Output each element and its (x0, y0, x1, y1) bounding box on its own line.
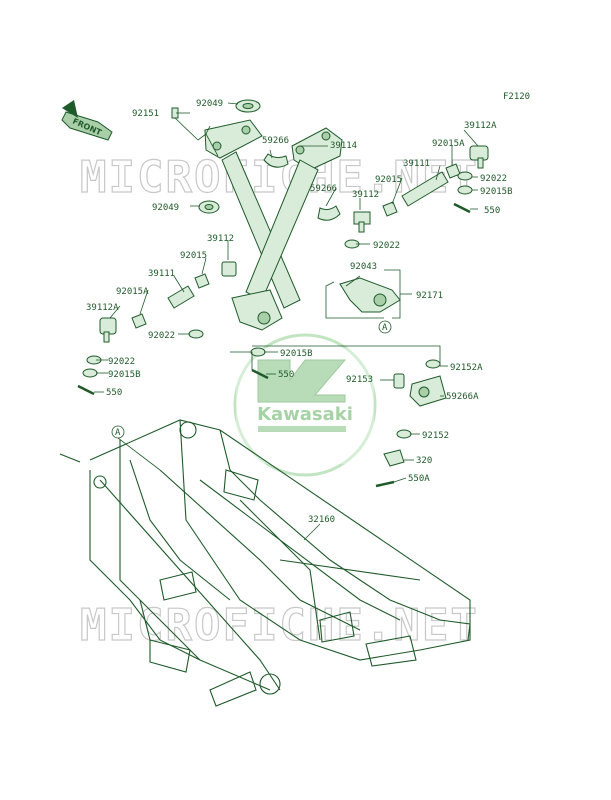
label-39111-right: 39111 (403, 159, 430, 169)
center-parts (250, 347, 447, 488)
label-59266-b: 59266 (310, 184, 337, 194)
label-92015b-left: 92015B (108, 370, 141, 380)
label-92151: 92151 (132, 109, 159, 119)
label-39111-left: 39111 (148, 269, 175, 279)
left-side-parts (77, 261, 237, 396)
logo-text: Kawasaki (257, 404, 353, 425)
watermark-bottom: MICROFICHE.NET (80, 600, 479, 651)
label-39112-left: 39112 (207, 234, 234, 244)
label-92015b-right: 92015B (480, 187, 513, 197)
label-39112-right: 39112 (352, 190, 379, 200)
label-92153: 92153 (346, 375, 373, 385)
label-92022-left-2: 92022 (108, 357, 135, 367)
label-92043: 92043 (350, 262, 377, 272)
label-550-right: 550 (484, 206, 500, 216)
ref-marker-a-top: A (378, 320, 392, 334)
main-frame (59, 419, 471, 707)
label-92015-left: 92015 (180, 251, 207, 261)
label-92015b-center: 92015B (280, 349, 313, 359)
label-92015-right: 92015 (375, 175, 402, 185)
label-32160: 32160 (308, 515, 335, 525)
label-92049-lower: 92049 (152, 203, 179, 213)
label-550-center: 550 (278, 370, 294, 380)
label-92022-left-1: 92022 (148, 331, 175, 341)
label-39114: 39114 (330, 141, 357, 151)
label-92171: 92171 (416, 291, 443, 301)
label-39112a-left: 39112A (86, 303, 119, 313)
label-39112a-top: 39112A (464, 121, 497, 131)
svg-text:A: A (382, 323, 388, 333)
label-550-left: 550 (106, 388, 122, 398)
front-arrow-icon: FRONT (61, 100, 113, 141)
ref-marker-a-frame: A (111, 425, 125, 439)
figure-code: F2120 (503, 92, 530, 102)
label-92015a-top: 92015A (432, 139, 465, 149)
label-92015a-left: 92015A (116, 287, 149, 297)
label-92022-right: 92022 (480, 174, 507, 184)
label-92152: 92152 (422, 431, 449, 441)
label-320: 320 (416, 456, 432, 466)
label-92022-mid: 92022 (373, 241, 400, 251)
leader-lines (94, 102, 479, 541)
label-59266a-right: 59266A (446, 392, 479, 402)
svg-text:A: A (115, 428, 121, 438)
steering-head-assembly (171, 99, 401, 331)
label-92049-top: 92049 (196, 99, 223, 109)
label-92152a: 92152A (450, 363, 483, 373)
kawasaki-logo: Kawasaki (233, 333, 377, 477)
right-side-parts (344, 145, 489, 249)
part-labels: 92049 92151 59266 39114 92015A 39112A 39… (86, 99, 513, 525)
label-550a: 550A (408, 474, 430, 484)
label-59266-a: 59266 (262, 136, 289, 146)
